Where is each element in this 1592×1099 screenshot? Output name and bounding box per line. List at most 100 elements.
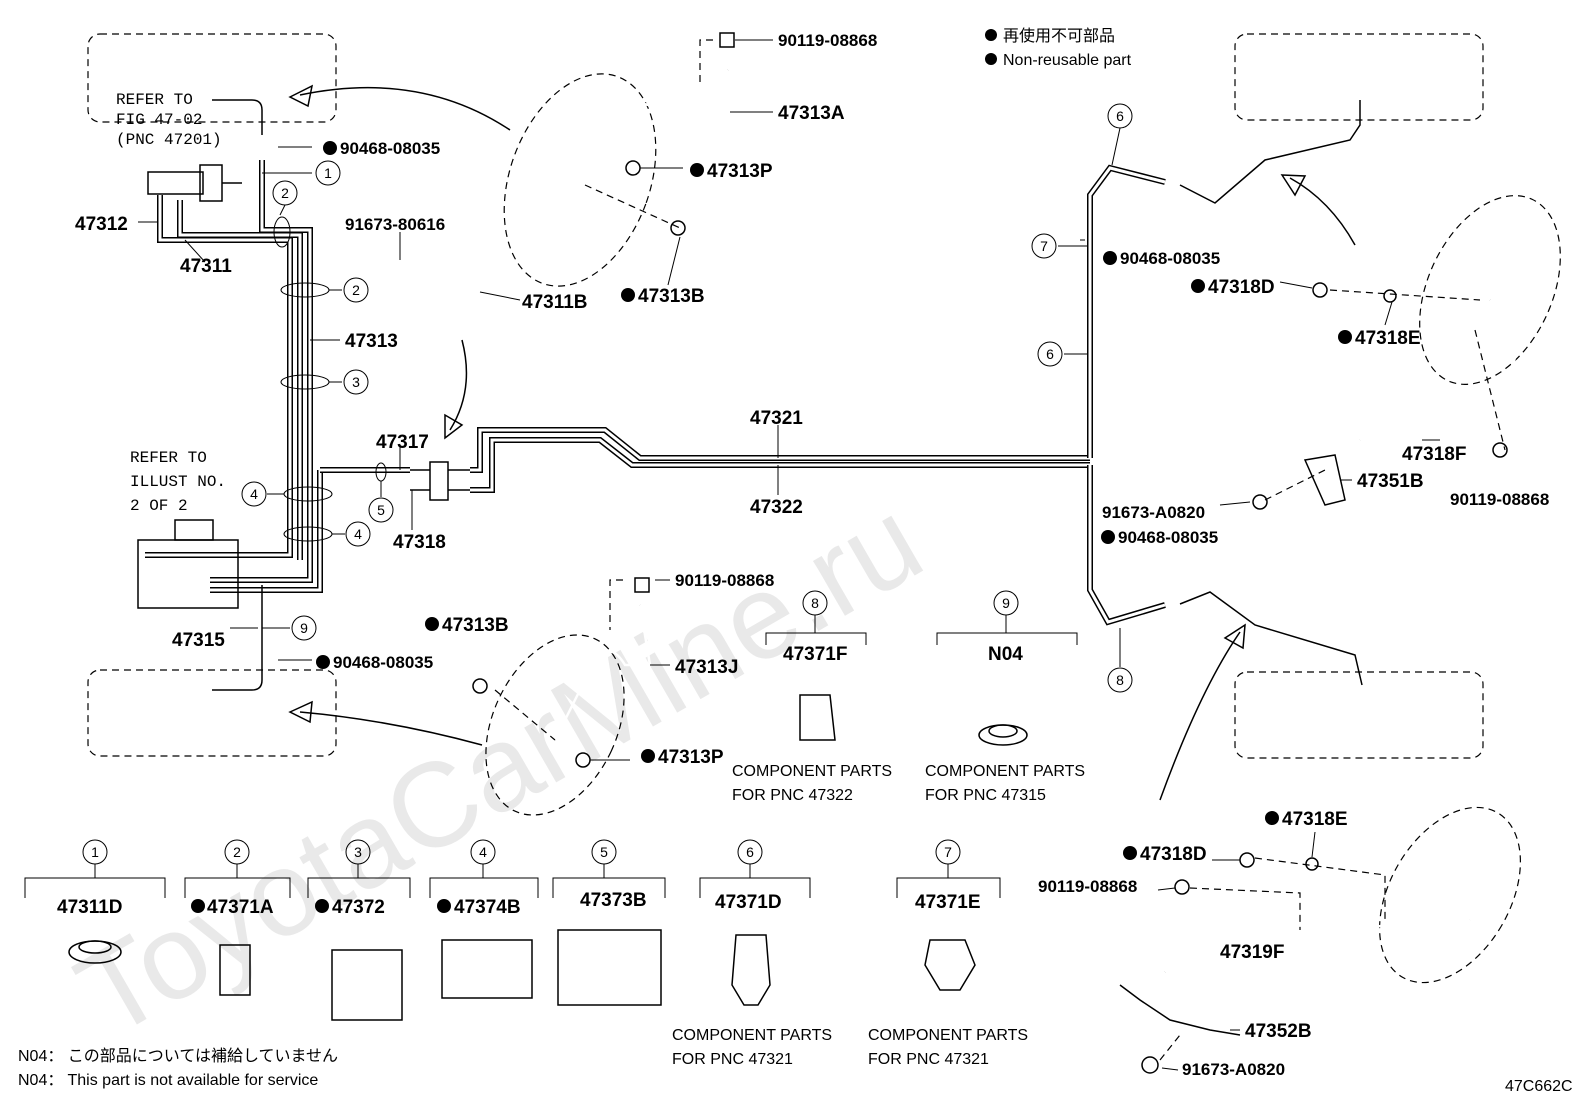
part-47311D: 47311D [57, 897, 123, 918]
bottom-part-3: 3 47372 [307, 839, 411, 1021]
bottom-part-5: 5 47373B [552, 839, 666, 1006]
part-90119-top: 90119-08868 [778, 31, 877, 50]
part-47318E-top: 47318E [1355, 328, 1421, 349]
component-note-47321b-l1: COMPONENT PARTS [868, 1027, 1028, 1044]
part-47318D-top: 47318D [1208, 277, 1275, 298]
arrow-top-left [299, 86, 511, 131]
part-47313B-top: 47313B [638, 286, 705, 307]
part-47372: 47372 [332, 897, 385, 918]
part-47311: 47311 [180, 256, 232, 277]
legend: 再使用不可部品 Non-reusable part [985, 27, 1132, 69]
svg-text:6: 6 [1046, 346, 1054, 362]
bottom-part-1: 1 47311D [24, 839, 166, 964]
hose-front-left [588, 32, 735, 236]
svg-text:7: 7 [1040, 238, 1048, 254]
front-left-wheel-area [503, 73, 657, 287]
component-group-9: 9 N04 COMPONENT PARTS FOR PNC 47315 [925, 590, 1085, 804]
part-90119-right: 90119-08868 [1450, 490, 1549, 509]
part-90119-mid: 90119-08868 [675, 571, 774, 590]
hose-rear-right [1119, 852, 1471, 1074]
part-47313J: 47313J [675, 657, 738, 678]
part-47318E-bottom: 47318E [1282, 809, 1348, 830]
component-note-47321a-l1: COMPONENT PARTS [672, 1027, 832, 1044]
part-47317: 47317 [376, 432, 429, 453]
arrow-top-right [1289, 177, 1356, 246]
svg-text:4: 4 [479, 844, 487, 860]
part-47322: 47322 [750, 497, 803, 518]
part-47313P-top: 47313P [707, 161, 773, 182]
part-90468-right-bottom: 90468-08035 [1118, 528, 1218, 547]
part-47374B: 47374B [454, 897, 521, 918]
svg-text:8: 8 [1116, 672, 1124, 688]
part-47318: 47318 [393, 532, 446, 553]
rear-right-wheel-area [1378, 806, 1522, 984]
part-47371E: 47371E [915, 892, 981, 913]
svg-text:2: 2 [233, 844, 241, 860]
arrow-bottom-right [1159, 631, 1241, 801]
hose-front-right [1252, 282, 1519, 510]
part-N04: N04 [988, 644, 1023, 665]
part-91673-80616: 91673-80616 [345, 215, 445, 234]
part-91673-A0820-mid: 91673-A0820 [1102, 503, 1205, 522]
part-90119-bottom: 90119-08868 [1038, 877, 1137, 896]
refer-fig-line2: FIG 47-02 [116, 111, 202, 129]
component-note-47322-l1: COMPONENT PARTS [732, 763, 892, 780]
refer-illust-line3: 2 OF 2 [130, 497, 188, 515]
svg-text:4: 4 [250, 486, 258, 502]
part-47313P-bottom: 47313P [658, 747, 724, 768]
svg-text:6: 6 [1116, 108, 1124, 124]
refer-fig-line1: REFER TO [116, 91, 193, 109]
svg-text:9: 9 [1002, 595, 1010, 611]
refer-fig-line3: (PNC 47201) [116, 131, 222, 149]
svg-text:8: 8 [811, 595, 819, 611]
svg-text:5: 5 [600, 844, 608, 860]
svg-text:9: 9 [300, 620, 308, 636]
component-note-47321b-l2: FOR PNC 47321 [868, 1051, 989, 1068]
part-47315: 47315 [172, 630, 225, 651]
callout-circles: 1 2 2 3 4 4 5 9 6 7 6 8 [241, 103, 1133, 693]
component-group-8: 8 47371F COMPONENT PARTS FOR PNC 47322 [732, 590, 892, 804]
part-47351B: 47351B [1357, 471, 1424, 492]
pipe-bundle-left [145, 160, 410, 640]
part-90468-right-top: 90468-08035 [1120, 249, 1220, 268]
svg-text:1: 1 [324, 165, 332, 181]
part-47318F: 47318F [1402, 444, 1466, 465]
part-47313: 47313 [345, 331, 398, 352]
main-pipes [470, 100, 1363, 686]
diagram-code: 47C662C [1505, 1078, 1573, 1095]
part-90468-bottom: 90468-08035 [333, 653, 433, 672]
leader-lines [138, 39, 1440, 1071]
bottom-part-2: 2 47371A [184, 839, 291, 996]
part-47352B: 47352B [1245, 1021, 1312, 1042]
svg-text:7: 7 [944, 844, 952, 860]
bottom-part-7: 7 47371E COMPONENT PARTS FOR PNC 47321 [868, 839, 1028, 1068]
part-47321: 47321 [750, 408, 803, 429]
junction-block [410, 461, 470, 501]
reference-box-bottom-left [87, 669, 337, 757]
svg-text:2: 2 [352, 282, 360, 298]
bottom-part-4: 4 47374B [429, 839, 539, 999]
reference-box-bottom-right [1234, 671, 1484, 759]
svg-text:4: 4 [354, 526, 362, 542]
part-47311B: 47311B [522, 292, 588, 313]
part-47371D: 47371D [715, 892, 782, 913]
svg-text:6: 6 [746, 844, 754, 860]
refer-illust-line1: REFER TO [130, 449, 207, 467]
svg-text:3: 3 [354, 844, 362, 860]
svg-text:5: 5 [377, 502, 385, 518]
part-47313B-bottom: 47313B [442, 615, 509, 636]
refer-illust-line2: ILLUST NO. [130, 473, 226, 491]
part-47313A: 47313A [778, 103, 845, 124]
footer-n04-jp: N04： この部品については補給していません [18, 1047, 338, 1065]
reference-box-top-right [1234, 33, 1484, 121]
svg-text:1: 1 [91, 844, 99, 860]
bottom-part-6: 6 47371D COMPONENT PARTS FOR PNC 47321 [672, 839, 832, 1068]
component-note-47315-l2: FOR PNC 47315 [925, 787, 1046, 804]
master-cylinder [147, 99, 263, 202]
part-47371F: 47371F [783, 644, 847, 665]
part-91673-A0820-bottom: 91673-A0820 [1182, 1060, 1285, 1079]
svg-text:3: 3 [352, 374, 360, 390]
legend-jp: 再使用不可部品 [1003, 27, 1115, 45]
part-47373B: 47373B [580, 890, 647, 911]
